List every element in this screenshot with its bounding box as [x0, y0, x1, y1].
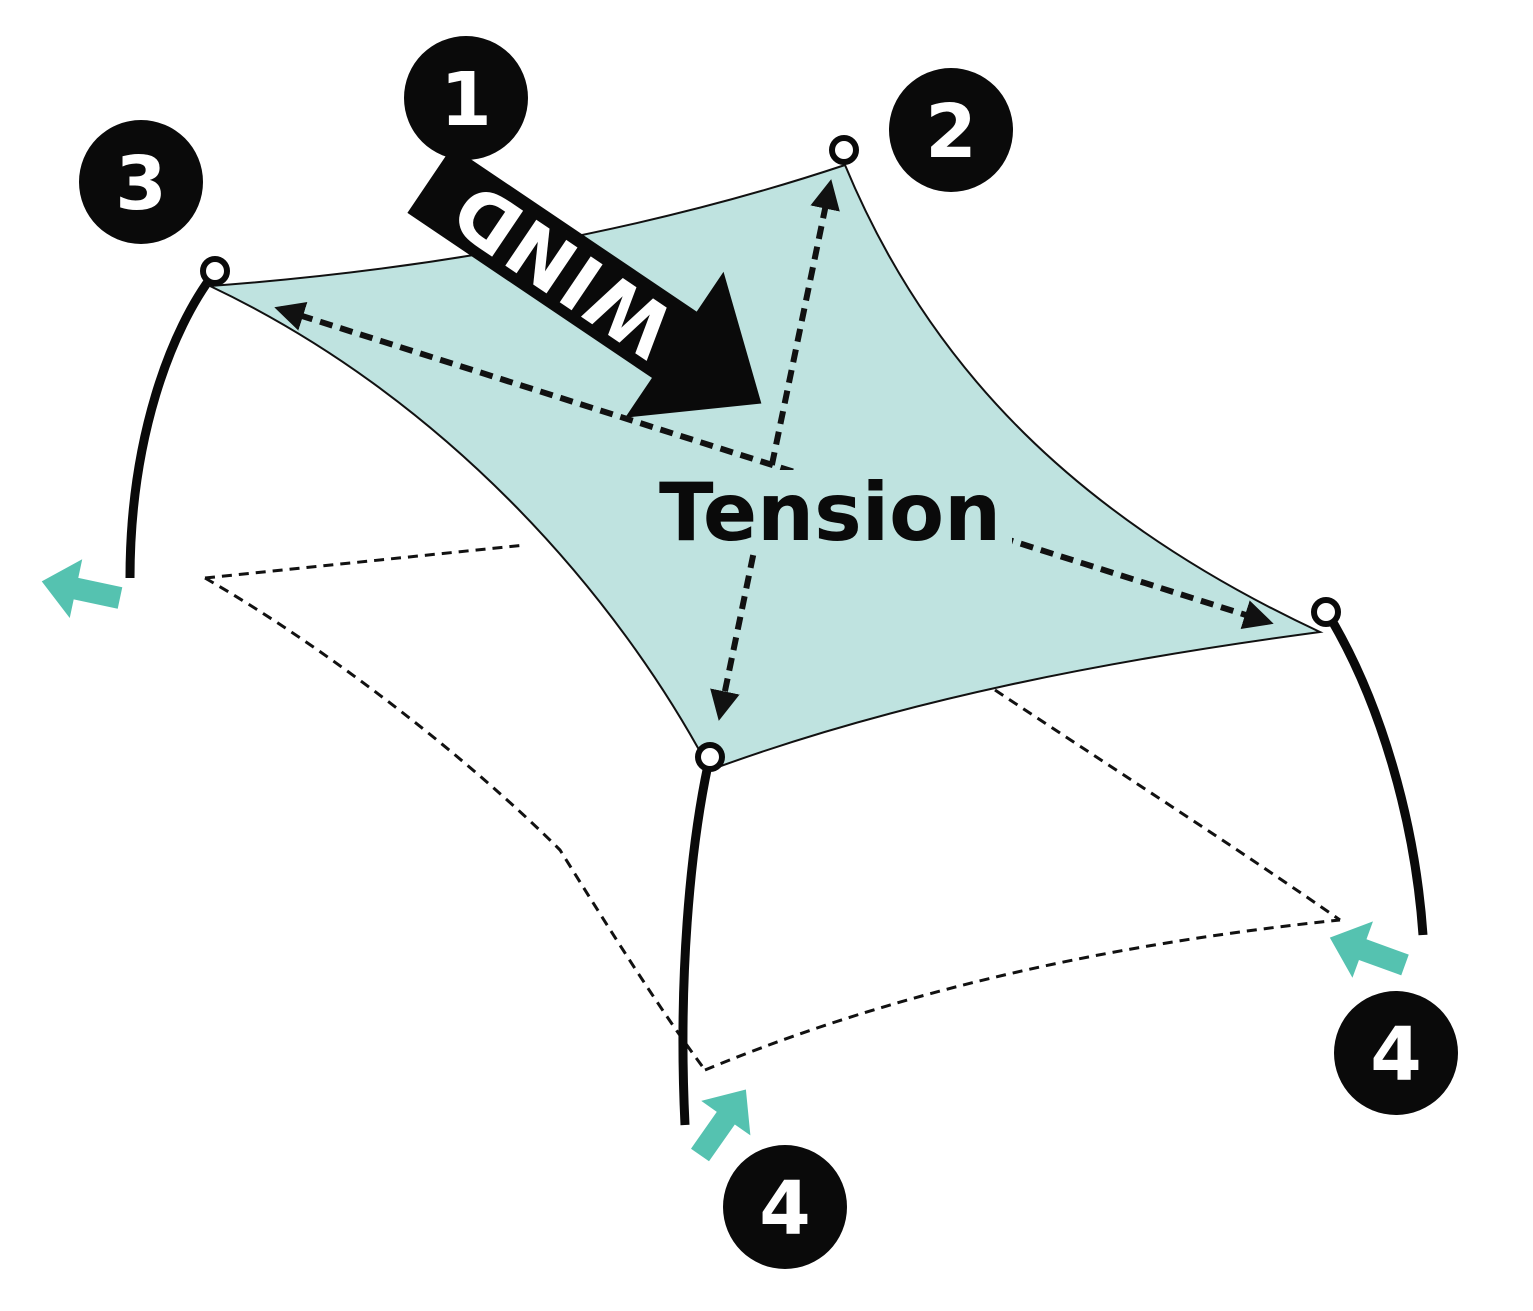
pole-deflection-arrows	[41, 559, 1409, 1162]
poles	[125, 269, 1428, 1126]
badge-2: 2	[889, 68, 1013, 192]
pole-front	[678, 764, 713, 1126]
deflected-edge-left-top	[204, 543, 526, 580]
teal-arrow-left	[41, 559, 123, 618]
deflected-edge-left-front	[204, 576, 707, 1071]
tension-label: Tension	[659, 466, 1001, 559]
pole-left	[125, 269, 219, 579]
corner-ring-left	[200, 256, 230, 286]
badge-3-label: 3	[115, 141, 167, 227]
badge-1-label: 1	[440, 57, 492, 143]
tension-label-background	[652, 470, 1012, 552]
badge-2-label: 2	[925, 89, 977, 175]
badge-1: 1	[404, 36, 528, 160]
teal-arrow-front	[690, 1089, 751, 1162]
badge-4-right-label: 4	[1370, 1012, 1422, 1098]
tension-arrow-left-right	[274, 301, 1274, 630]
tension-arrow-back-front	[710, 179, 840, 721]
tension-arrows	[274, 179, 1274, 721]
teal-arrow-right	[1329, 921, 1409, 978]
deflected-edge-front-right	[704, 918, 1341, 1072]
badge-3: 3	[79, 120, 203, 244]
badge-4-front-label: 4	[759, 1166, 811, 1252]
badge-4-front: 4	[723, 1145, 847, 1269]
corner-ring-back	[829, 135, 859, 165]
corner-ring-right	[1311, 597, 1341, 627]
corner-rings	[200, 135, 1341, 772]
corner-ring-front	[695, 742, 725, 772]
badge-4-right: 4	[1334, 991, 1458, 1115]
deflected-edge-right-back	[994, 688, 1341, 922]
pole-right	[1324, 611, 1428, 936]
